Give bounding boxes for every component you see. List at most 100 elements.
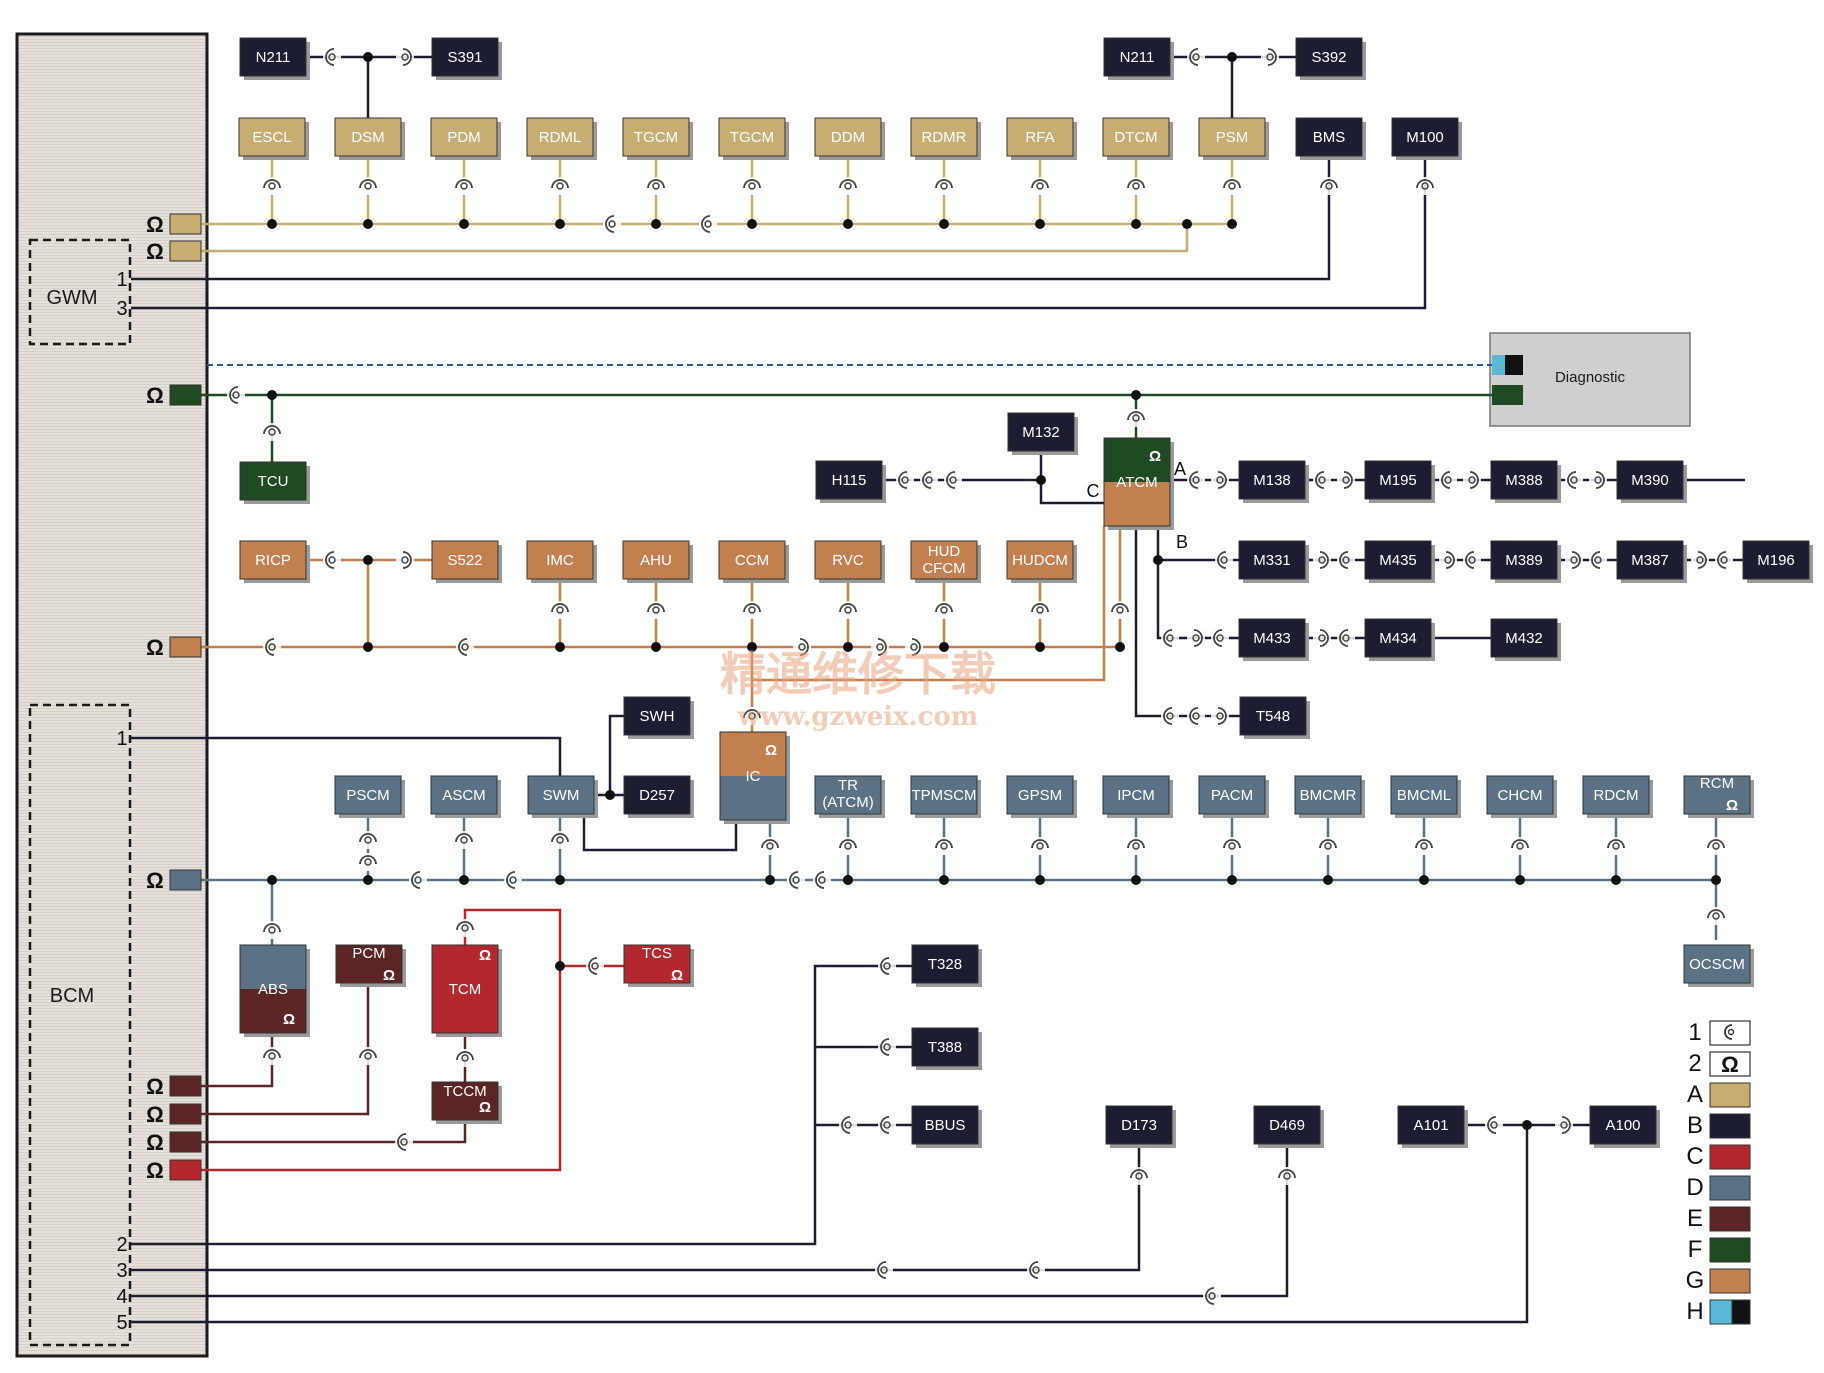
- legend-swatch: [1709, 1113, 1751, 1139]
- module-label: HUD: [928, 543, 961, 560]
- module-s391: S391: [431, 37, 502, 80]
- pin-number: 1: [116, 728, 127, 750]
- module-rvc: RVC: [814, 540, 885, 583]
- connector-symbol: [263, 177, 281, 195]
- connector-symbol: [1463, 471, 1481, 489]
- module-t548: T548: [1239, 696, 1310, 739]
- module-label: N211: [1120, 49, 1155, 66]
- module-dtcm: DTCM: [1102, 117, 1173, 160]
- connector-symbol: [551, 177, 569, 195]
- connector-symbol: [455, 831, 473, 849]
- terminator-icon: Ω: [146, 383, 164, 408]
- junction-dot: [939, 219, 949, 229]
- connector-symbol: [878, 1116, 896, 1134]
- module-psm: PSM: [1198, 117, 1269, 160]
- module-m389: M389: [1490, 540, 1561, 583]
- module-label: TCU: [258, 473, 289, 490]
- module-ricp: RICP: [239, 540, 310, 583]
- terminator-icon: Ω: [765, 742, 777, 759]
- module-label: TGCM: [730, 129, 774, 146]
- module-tgcm1: TGCM: [622, 117, 693, 160]
- connector-symbol: [456, 1049, 474, 1067]
- module-imc: IMC: [526, 540, 597, 583]
- connector-symbol: [1485, 1116, 1503, 1134]
- connector-symbol: [1463, 551, 1481, 569]
- junction-dot: [363, 642, 373, 652]
- junction-dot: [363, 52, 373, 62]
- module-label: OCSCM: [1689, 956, 1745, 973]
- module-bmcml: BMCML: [1390, 775, 1461, 818]
- module-bms: BMS: [1295, 117, 1366, 160]
- wire: [131, 156, 1331, 281]
- junction-dot: [843, 642, 853, 652]
- module-t388: T388: [911, 1027, 982, 1070]
- junction-dot: [363, 219, 373, 229]
- connector-symbol: [647, 601, 665, 619]
- connector-symbol: [456, 638, 474, 656]
- module-label: M433: [1253, 630, 1291, 647]
- module-bbus: BBUS: [911, 1105, 982, 1148]
- gwm-label: GWM: [46, 287, 97, 309]
- connector-symbol: [551, 831, 569, 849]
- module-gpsm: GPSM: [1006, 775, 1077, 818]
- module-label: TCM: [449, 981, 482, 998]
- junction-dot: [939, 642, 949, 652]
- module-label: RVC: [832, 552, 864, 569]
- module-m138: M138: [1238, 460, 1309, 503]
- legend-key: C: [1686, 1143, 1703, 1170]
- diagnostic-box: [1489, 332, 1691, 427]
- wire: [1134, 526, 1240, 718]
- bus-port: [169, 384, 202, 406]
- connector-symbol: [1607, 837, 1625, 855]
- module-label: CCM: [735, 552, 769, 569]
- connector-symbol: [359, 1047, 377, 1065]
- module-d469: D469: [1253, 1105, 1324, 1148]
- module-m390: M390: [1616, 460, 1687, 503]
- legend-swatch: [1709, 1237, 1751, 1263]
- connector-symbol: [878, 957, 896, 975]
- bus-port: [169, 869, 202, 891]
- junction-dot: [267, 875, 277, 885]
- legend-key: H: [1686, 1298, 1703, 1325]
- bcm-label: BCM: [50, 985, 94, 1007]
- junction-dot: [1131, 875, 1141, 885]
- port-letter: A: [1174, 459, 1186, 479]
- module-m100: M100: [1391, 117, 1462, 160]
- junction-dot: [1035, 219, 1045, 229]
- pin-number: 2: [116, 1234, 127, 1256]
- junction-dot: [267, 390, 277, 400]
- module-label: SWH: [640, 708, 675, 725]
- module-label: A101: [1413, 1117, 1448, 1134]
- module-m432: M432: [1490, 618, 1561, 661]
- connector-symbol: [1313, 629, 1331, 647]
- watermark-cn: 精通维修下载: [720, 647, 996, 701]
- legend-swatch: [1709, 1020, 1751, 1046]
- connector-symbol: [839, 837, 857, 855]
- module-label: S392: [1311, 49, 1346, 66]
- module-bmcmr: BMCMR: [1294, 775, 1365, 818]
- module-m388: M388: [1490, 460, 1561, 503]
- connector-symbol: [263, 1047, 281, 1065]
- connector-symbol: [1589, 471, 1607, 489]
- module-label: T328: [928, 956, 962, 973]
- junction-dot: [459, 219, 469, 229]
- legend-key: 1: [1688, 1019, 1701, 1046]
- module-label: TCCM: [443, 1083, 486, 1100]
- terminator-icon: Ω: [283, 1011, 295, 1028]
- connector-symbol: [1337, 629, 1355, 647]
- module-label: BMS: [1313, 129, 1346, 146]
- module-label: RDMR: [922, 129, 967, 146]
- connector-symbol: [1337, 471, 1355, 489]
- terminator-icon: Ω: [146, 868, 164, 893]
- module-tcu: TCU: [239, 461, 310, 504]
- connector-symbol: [935, 177, 953, 195]
- terminator-icon: Ω: [146, 1074, 164, 1099]
- connector-symbol: [1215, 551, 1233, 569]
- junction-dot: [747, 642, 757, 652]
- connector-symbol: [359, 853, 377, 871]
- connector-symbol: [1555, 1116, 1573, 1134]
- module-n211a: N211: [239, 37, 310, 80]
- junction-dot: [1035, 642, 1045, 652]
